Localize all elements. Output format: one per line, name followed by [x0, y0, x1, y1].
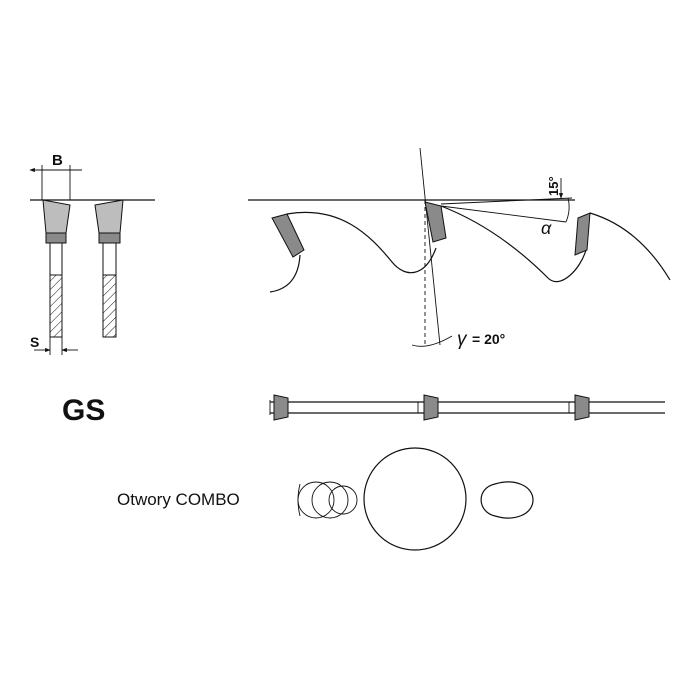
blade-edge-view — [269, 394, 665, 421]
angle-15-label: 15° — [546, 176, 561, 196]
center-bore-circle — [363, 447, 467, 551]
gamma-symbol: γ — [457, 329, 468, 350]
combo-circle-2 — [311, 481, 349, 519]
tooth-profile-view: γ = 20° 15° α — [248, 147, 671, 350]
gamma-arc — [411, 335, 453, 347]
left-tooth-top — [42, 199, 71, 234]
profile-back-curve-2 — [440, 205, 587, 283]
left-blade-hatch — [49, 274, 63, 338]
alpha-symbol: α — [541, 218, 552, 238]
edge-tooth-1 — [273, 394, 289, 421]
gamma-value: = 20° — [472, 331, 505, 347]
gs-label: GS — [62, 394, 105, 427]
combo-holes — [297, 447, 534, 551]
clearance-line-2 — [440, 205, 567, 223]
right-blade-hatch — [102, 274, 117, 338]
s-label: S — [30, 334, 39, 350]
clearance-line-1 — [440, 197, 573, 205]
tooth-section-view: B S — [29, 152, 155, 355]
right-tooth-base — [98, 232, 121, 244]
combo-outline-arc — [297, 483, 301, 517]
left-tooth-base — [45, 232, 67, 244]
edge-tooth-3 — [574, 394, 590, 421]
profile-gullet-left — [269, 254, 301, 293]
profile-tooth-left — [271, 213, 305, 258]
profile-back-curve-1 — [286, 211, 437, 274]
b-label: B — [52, 152, 63, 169]
profile-tooth-right — [574, 212, 591, 256]
alpha-arc — [565, 197, 570, 223]
combo-oval-hole — [480, 481, 534, 519]
combo-circle-3 — [328, 485, 358, 515]
profile-back-curve-3 — [589, 212, 671, 281]
radial-reference-line — [419, 147, 441, 346]
right-tooth-top — [94, 199, 124, 234]
edge-tooth-2 — [423, 394, 439, 421]
profile-tooth-center — [424, 201, 447, 243]
combo-label: Otwory COMBO — [117, 490, 240, 509]
